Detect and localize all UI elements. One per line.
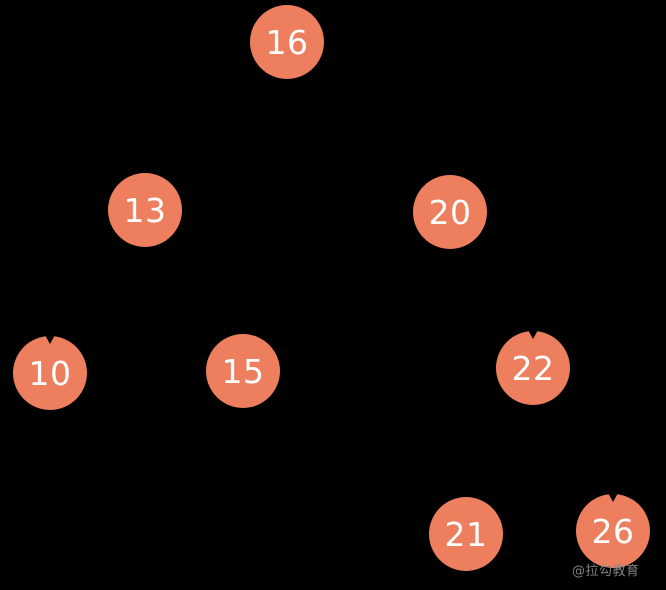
- tree-node-label: 22: [511, 348, 555, 388]
- tree-node-label: 10: [28, 353, 72, 393]
- watermark: @拉勾教育: [572, 564, 640, 579]
- tree-node-20[interactable]: 20: [413, 175, 487, 249]
- tree-node-label: 21: [444, 514, 488, 554]
- tree-node-22[interactable]: 22: [496, 330, 570, 405]
- edge-arrowhead-icon: [45, 335, 55, 344]
- tree-node-label: 20: [428, 192, 472, 232]
- tree-node-16[interactable]: 16: [250, 5, 324, 79]
- tree-node-label: 26: [591, 511, 635, 551]
- tree-node-15[interactable]: 15: [206, 334, 280, 408]
- tree-node-21[interactable]: 21: [429, 497, 503, 571]
- tree-node-label: 16: [265, 22, 309, 62]
- tree-node-13[interactable]: 13: [108, 173, 182, 247]
- tree-node-10[interactable]: 10: [13, 335, 87, 410]
- tree-node-label: 13: [123, 190, 167, 230]
- tree-node-26[interactable]: 26: [576, 493, 650, 568]
- edge-arrowhead-icon: [528, 330, 538, 339]
- edge-arrowhead-icon: [608, 493, 618, 502]
- tree-node-label: 15: [221, 351, 265, 391]
